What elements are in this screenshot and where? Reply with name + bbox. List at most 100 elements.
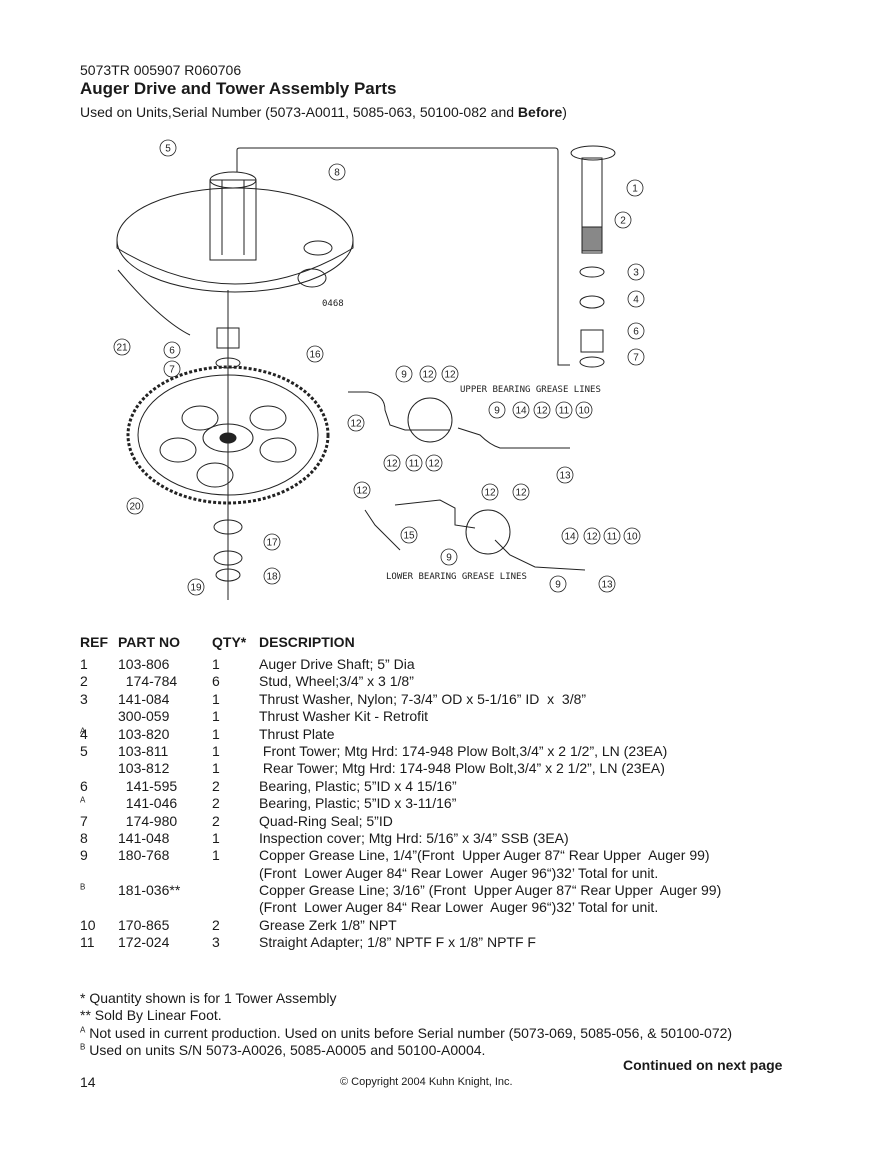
callout-number: 21 — [116, 343, 128, 354]
callout-number: 12 — [356, 486, 368, 497]
description-cell: Thrust Plate — [259, 725, 335, 742]
qty-cell: 1 — [212, 847, 220, 864]
exploded-parts-diagram: 0468 UPPER BEARING GREASE LINES LOWER BE… — [113, 139, 645, 600]
callout-circle — [328, 163, 346, 181]
table-row: (Front Lower Auger 84“ Rear Lower Auger … — [80, 865, 820, 882]
callout-number: 1 — [632, 184, 638, 195]
callout-number: 16 — [309, 350, 321, 361]
description-cell: Copper Grease Line; 3/16” (Front Upper A… — [259, 882, 722, 899]
part-no-cell: 103-806 — [118, 656, 170, 672]
part-no-cell: 141-595 — [118, 777, 178, 794]
ref-cell: 7 — [80, 812, 88, 829]
part-no-cell: 103-811 — [118, 742, 169, 759]
page-title: Auger Drive and Tower Assembly Parts — [80, 79, 397, 98]
callout-number: 14 — [564, 532, 576, 543]
footnote: * Quantity shown is for 1 Tower Assembly — [80, 990, 732, 1007]
callout-number: 18 — [266, 572, 278, 583]
callout-number: 6 — [169, 346, 175, 357]
callout-number: 12 — [422, 370, 434, 381]
description-cell: Bearing, Plastic; 5”ID x 4 15/16” — [259, 777, 457, 794]
callout-number: 10 — [626, 532, 638, 543]
callout-circle — [481, 483, 499, 501]
callout-number: 9 — [555, 580, 561, 591]
footnote-text: Used on units S/N 5073-A0026, 5085-A0005… — [85, 1042, 486, 1059]
callout-number: 15 — [403, 531, 415, 542]
callout-number: 9 — [401, 370, 407, 381]
ref-cell: 9 — [80, 847, 88, 864]
qty-cell: 1 — [212, 760, 220, 777]
callout-circle — [512, 401, 530, 419]
part-no-cell: 170-865 — [118, 916, 170, 933]
part-no-cell: 174-980 — [118, 812, 178, 829]
callout-circle — [575, 401, 593, 419]
callout-circle — [353, 481, 371, 499]
callout-circle — [347, 414, 365, 432]
callout-circle — [626, 179, 644, 197]
qty-cell: 1 — [212, 656, 220, 672]
part-no-cell: 141-046 — [118, 795, 178, 812]
callout-circle — [533, 401, 551, 419]
upper-grease-lines-label: UPPER BEARING GREASE LINES — [460, 385, 601, 395]
callout-number: 12 — [428, 459, 440, 470]
callout-circle — [512, 483, 530, 501]
callout-circle — [556, 466, 574, 484]
description-cell: Rear Tower; Mtg Hrd: 174-948 Plow Bolt,3… — [259, 760, 665, 777]
qty-cell: 2 — [212, 777, 220, 794]
description-cell: Copper Grease Line, 1/4”(Front Upper Aug… — [259, 847, 710, 864]
callout-number: 6 — [633, 327, 639, 338]
callout-number: 9 — [446, 553, 452, 564]
callout-circle — [163, 360, 181, 378]
footnote-text: * Quantity shown is for 1 Tower Assembly — [80, 990, 337, 1006]
ref-cell: 6 — [80, 777, 88, 794]
footnote-text: Not used in current production. Used on … — [85, 1024, 733, 1041]
part-no-cell: 103-820 — [118, 725, 170, 742]
description-cell: (Front Lower Auger 84“ Rear Lower Auger … — [259, 864, 659, 881]
callout-number: 12 — [536, 406, 548, 417]
table-row: 9 180-768 1 Copper Grease Line, 1/4”(Front … — [80, 847, 820, 864]
header-description: DESCRIPTION — [259, 634, 355, 650]
part-superscript: B — [80, 882, 86, 892]
footnote-marker: A — [80, 1025, 86, 1035]
description-cell: Thrust Washer, Nylon; 7-3/4” OD x 5-1/16… — [259, 690, 587, 707]
callout-circle — [187, 578, 205, 596]
callout-circle — [627, 348, 645, 366]
callout-number: 11 — [607, 532, 618, 543]
description-cell: Auger Drive Shaft; 5” Dia — [259, 656, 415, 672]
diagram-code-label: 0468 — [322, 299, 344, 309]
callout-circle — [627, 290, 645, 308]
callout-circle — [126, 497, 144, 515]
table-row: (Front Lower Auger 84“ Rear Lower Auger … — [80, 899, 820, 916]
footnote-marker: B — [80, 1042, 86, 1052]
description-cell: Thrust Washer Kit - Retrofit — [259, 708, 429, 725]
description-cell: Inspection cover; Mtg Hrd: 5/16” x 3/4” … — [259, 829, 569, 846]
used-on-suffix: ) — [562, 104, 567, 120]
callout-circle — [561, 527, 579, 545]
description-cell: Straight Adapter; 1/8” NPTF F x 1/8” NPT… — [259, 934, 536, 951]
part-no-cell: 103-812 — [118, 760, 170, 777]
table-row: 6 141-595 2 Bearing, Plastic; 5”ID x 4 15/… — [80, 778, 820, 795]
continued-note: Continued on next page — [623, 1057, 783, 1073]
lower-grease-lines-label: LOWER BEARING GREASE LINES — [386, 572, 527, 582]
ref-cell: 11 — [80, 934, 95, 951]
qty-cell: 1 — [212, 708, 220, 725]
callout-number: 12 — [444, 370, 456, 381]
part-no-cell: 180-768 — [118, 847, 170, 864]
part-no-cell: 141-048 — [118, 829, 170, 846]
header-ref: REF — [80, 634, 108, 650]
callout-number: 12 — [586, 532, 598, 543]
callout-number: 11 — [559, 406, 570, 417]
callout-circle — [400, 526, 418, 544]
callout-circle — [395, 365, 413, 383]
page-number: 14 — [80, 1074, 96, 1090]
callout-number: 8 — [334, 168, 340, 179]
callout-number: 13 — [601, 580, 613, 591]
used-on-line: Used on Units,Serial Number (5073-A0011,… — [80, 104, 567, 120]
callout-circle — [614, 211, 632, 229]
part-no-cell: 141-084 — [118, 690, 170, 707]
callout-number: 14 — [515, 406, 527, 417]
